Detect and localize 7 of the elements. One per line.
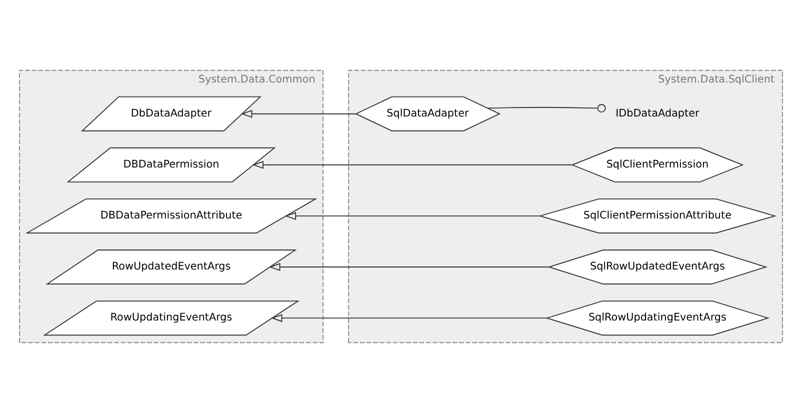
arrow: [268, 262, 550, 270]
arrow: [240, 109, 356, 118]
node-text: IDbDataAdapter: [616, 106, 700, 119]
arrow: [270, 314, 548, 322]
arrow: [252, 160, 573, 168]
connector: [487, 104, 606, 112]
arrow: [284, 211, 540, 220]
